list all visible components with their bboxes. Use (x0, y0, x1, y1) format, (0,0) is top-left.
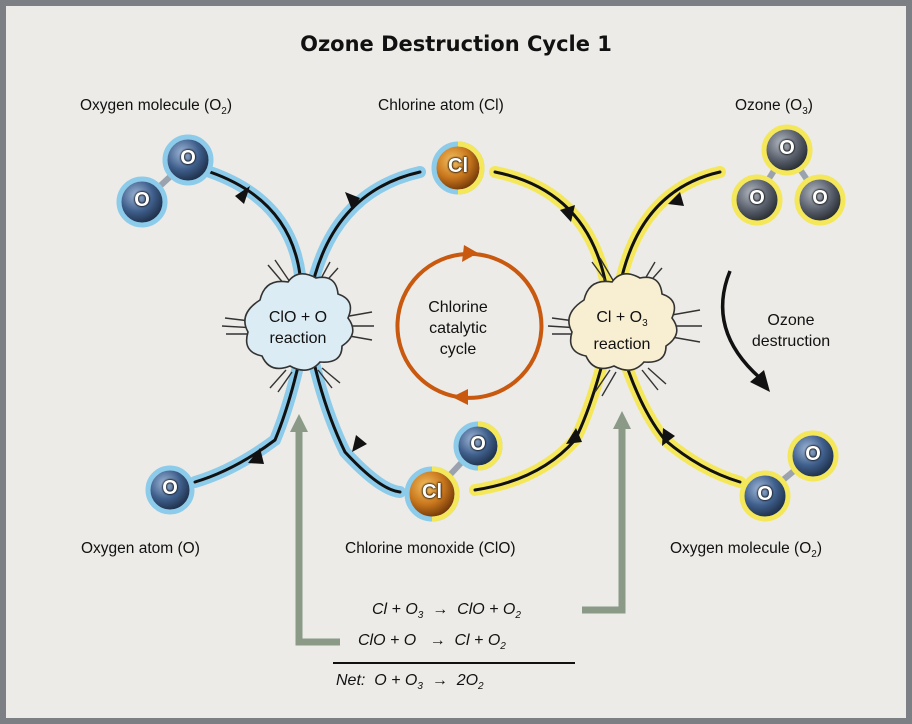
catalytic-cycle-ring (395, 251, 544, 400)
equation-1: Cl + O3 → ClO + O2 (372, 601, 521, 622)
atom-label-o: O (749, 187, 765, 209)
oxygen-molecule-top (116, 134, 214, 228)
left-reaction-label: ClO + O reaction (268, 309, 328, 347)
feedback-arrowhead-right (613, 411, 631, 429)
arrowhead-from-cl-top (560, 205, 575, 222)
ozone-destruction-label: Ozone destruction (751, 312, 831, 350)
ozone-molecule (731, 124, 846, 226)
atom-label-cl: Cl (448, 155, 468, 177)
reaction-cloud-right (568, 273, 678, 371)
chlorine-atom-top (431, 141, 485, 195)
arrowhead-to-clo (566, 428, 582, 444)
oxygen-molecule-bottom (739, 430, 839, 522)
atom-label-o: O (470, 433, 486, 455)
label-oxygen-molecule-top: Oxygen molecule (O2) (80, 97, 233, 118)
cycle-arrowhead-bottom (452, 389, 468, 405)
reaction-cloud-left (244, 273, 354, 371)
equation-2: ClO + O → Cl + O2 (358, 632, 506, 653)
track-arrowheads (235, 186, 684, 464)
arrowhead-from-ozone (668, 192, 684, 206)
right-reaction-label: Cl + O3 reaction (593, 309, 651, 354)
arrowhead-to-cl-top (345, 192, 360, 210)
chlorine-monoxide (404, 421, 503, 522)
cycle-arrowhead-top (462, 245, 478, 262)
feedback-arrows (295, 425, 626, 646)
label-chlorine-atom: Chlorine atom (Cl) (378, 97, 504, 114)
atom-label-cl: Cl (422, 481, 442, 503)
oxygen-atom (145, 465, 195, 515)
feedback-arrow-right (582, 425, 626, 614)
ozone-destruction-arc (720, 270, 762, 380)
ozone-destruction-arrowhead (750, 370, 770, 392)
feedback-arrow-left (295, 428, 340, 646)
equation-net: Net: O + O3 → 2O2 (336, 672, 484, 693)
label-ozone: Ozone (O3) (735, 97, 813, 118)
feedback-arrowhead-left (290, 414, 308, 432)
arrowhead-from-clo (352, 435, 367, 452)
atom-label-o: O (805, 443, 821, 465)
label-oxygen-molecule-bottom: Oxygen molecule (O2) (670, 540, 823, 561)
diagram-panel (6, 6, 906, 718)
diagram-title: Ozone Destruction Cycle 1 (300, 32, 612, 56)
atom-label-o: O (134, 189, 150, 211)
atom-label-o: O (180, 147, 196, 169)
catalytic-cycle-label: Chlorine catalytic cycle (428, 299, 488, 358)
label-oxygen-atom: Oxygen atom (O) (81, 540, 200, 557)
label-chlorine-monoxide: Chlorine monoxide (ClO) (345, 540, 516, 557)
atom-label-o: O (812, 187, 828, 209)
arrowhead-from-o-atom (248, 448, 264, 464)
atom-label-o: O (779, 137, 795, 159)
atom-label-o: O (757, 483, 773, 505)
arrowhead-to-o2-top (235, 186, 250, 204)
arrowhead-to-o2-bottom (662, 428, 675, 446)
atom-label-o: O (162, 477, 178, 499)
